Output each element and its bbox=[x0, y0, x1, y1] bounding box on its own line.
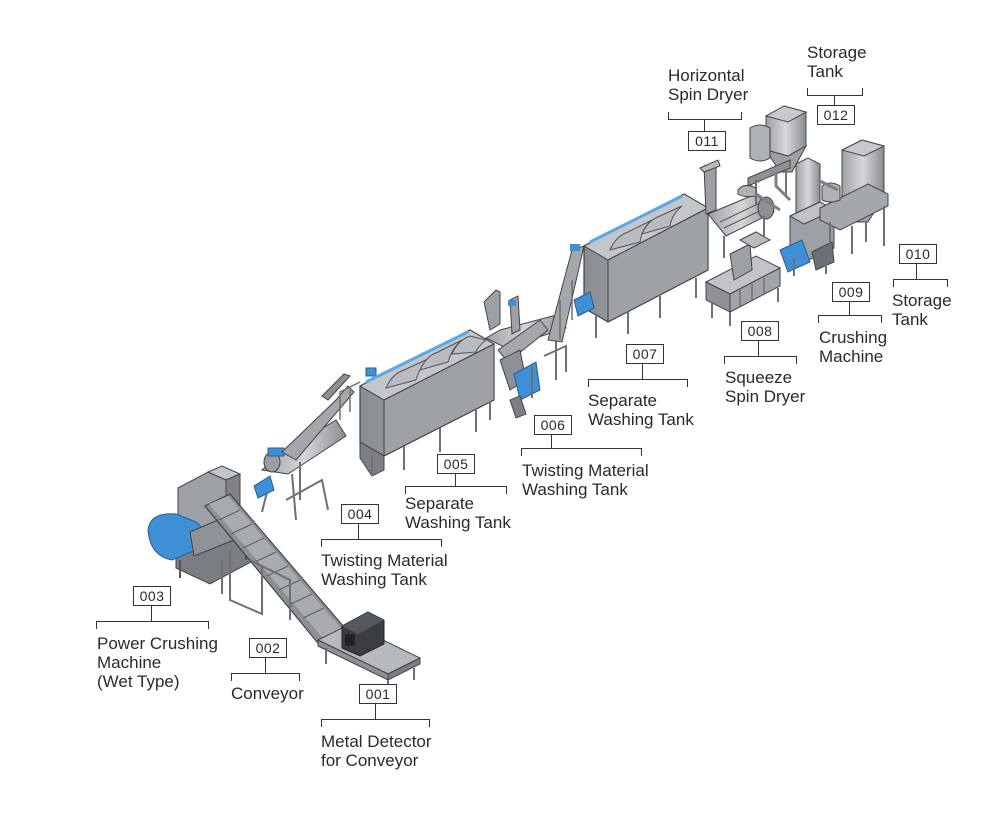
callout-label-006: Twisting Material Washing Tank bbox=[522, 461, 649, 499]
leader-line bbox=[208, 621, 209, 629]
leader-line bbox=[521, 448, 522, 456]
separate-washing-tank-005 bbox=[339, 329, 496, 477]
callout-label-004: Twisting Material Washing Tank bbox=[321, 551, 448, 589]
callout-code-012: 012 bbox=[817, 105, 855, 125]
leader-line bbox=[321, 539, 322, 547]
leader-line bbox=[724, 356, 797, 357]
storage-tank-010 bbox=[819, 139, 889, 262]
squeeze-spin-dryer bbox=[704, 231, 782, 326]
leader-line bbox=[429, 719, 430, 727]
leader-line bbox=[588, 379, 688, 380]
leader-line bbox=[916, 263, 917, 279]
callout-code-008: 008 bbox=[741, 321, 779, 341]
leader-line bbox=[893, 279, 894, 287]
callout-code-007: 007 bbox=[626, 344, 664, 364]
leader-line bbox=[231, 673, 232, 681]
callout-code-003: 003 bbox=[133, 586, 171, 606]
metal-detector-conveyor bbox=[316, 611, 422, 692]
leader-line bbox=[375, 703, 376, 719]
leader-line bbox=[834, 95, 835, 105]
leader-line bbox=[849, 301, 850, 315]
leader-line bbox=[96, 621, 209, 622]
leader-line bbox=[807, 88, 808, 96]
horizontal-spin-dryer bbox=[699, 159, 775, 258]
separate-washing-tank-007 bbox=[573, 193, 710, 338]
callout-code-001: 001 bbox=[359, 684, 397, 704]
callout-code-004: 004 bbox=[341, 504, 379, 524]
callout-label-002: Conveyor bbox=[231, 684, 304, 703]
leader-line bbox=[724, 356, 725, 364]
leader-line bbox=[807, 95, 863, 96]
leader-line bbox=[881, 315, 882, 323]
twisting-washing-tank-004 bbox=[253, 367, 377, 521]
callout-label-010: Storage Tank bbox=[892, 291, 952, 329]
callout-code-011: 011 bbox=[688, 131, 726, 151]
leader-line bbox=[818, 315, 882, 316]
leader-line bbox=[151, 605, 152, 621]
connecting-pipes bbox=[755, 172, 839, 212]
leader-line bbox=[231, 673, 300, 674]
leader-line bbox=[668, 112, 669, 120]
leader-line bbox=[642, 363, 643, 379]
leader-line bbox=[551, 434, 552, 448]
leader-line bbox=[588, 379, 589, 387]
leader-line bbox=[455, 473, 456, 486]
callout-label-011: Horizontal Spin Dryer bbox=[668, 66, 749, 104]
leader-line bbox=[405, 486, 406, 494]
callout-code-010: 010 bbox=[899, 244, 937, 264]
leader-line bbox=[506, 486, 507, 494]
leader-line bbox=[521, 448, 642, 449]
leader-line bbox=[668, 119, 742, 120]
callout-label-003: Power Crushing Machine (Wet Type) bbox=[97, 634, 218, 691]
leader-line bbox=[758, 340, 759, 356]
leader-line bbox=[321, 719, 430, 720]
callout-label-007: Separate Washing Tank bbox=[588, 391, 694, 429]
callout-code-005: 005 bbox=[437, 454, 475, 474]
callout-code-002: 002 bbox=[249, 638, 287, 658]
leader-line bbox=[358, 523, 359, 539]
callout-code-009: 009 bbox=[832, 282, 870, 302]
storage-tank-012 bbox=[737, 105, 808, 206]
leader-line bbox=[687, 379, 688, 387]
callout-label-008: Squeeze Spin Dryer bbox=[725, 368, 806, 406]
leader-line bbox=[862, 88, 863, 96]
leader-line bbox=[893, 279, 948, 280]
leader-line bbox=[947, 279, 948, 287]
leader-line bbox=[321, 719, 322, 727]
leader-line bbox=[299, 673, 300, 681]
callout-code-006: 006 bbox=[534, 415, 572, 435]
leader-line bbox=[321, 539, 442, 540]
leader-line bbox=[796, 356, 797, 364]
leader-line bbox=[405, 486, 507, 487]
leader-line bbox=[704, 119, 705, 131]
callout-label-012: Storage Tank bbox=[807, 43, 867, 81]
leader-line bbox=[818, 315, 819, 323]
leader-line bbox=[265, 657, 266, 673]
callout-label-005: Separate Washing Tank bbox=[405, 494, 511, 532]
twisting-washing-tank-006 bbox=[483, 289, 567, 419]
leader-line bbox=[641, 448, 642, 456]
callout-label-001: Metal Detector for Conveyor bbox=[321, 732, 432, 770]
leader-line bbox=[741, 112, 742, 120]
leader-line bbox=[96, 621, 97, 629]
leader-line bbox=[441, 539, 442, 547]
callout-label-009: Crushing Machine bbox=[819, 328, 888, 366]
